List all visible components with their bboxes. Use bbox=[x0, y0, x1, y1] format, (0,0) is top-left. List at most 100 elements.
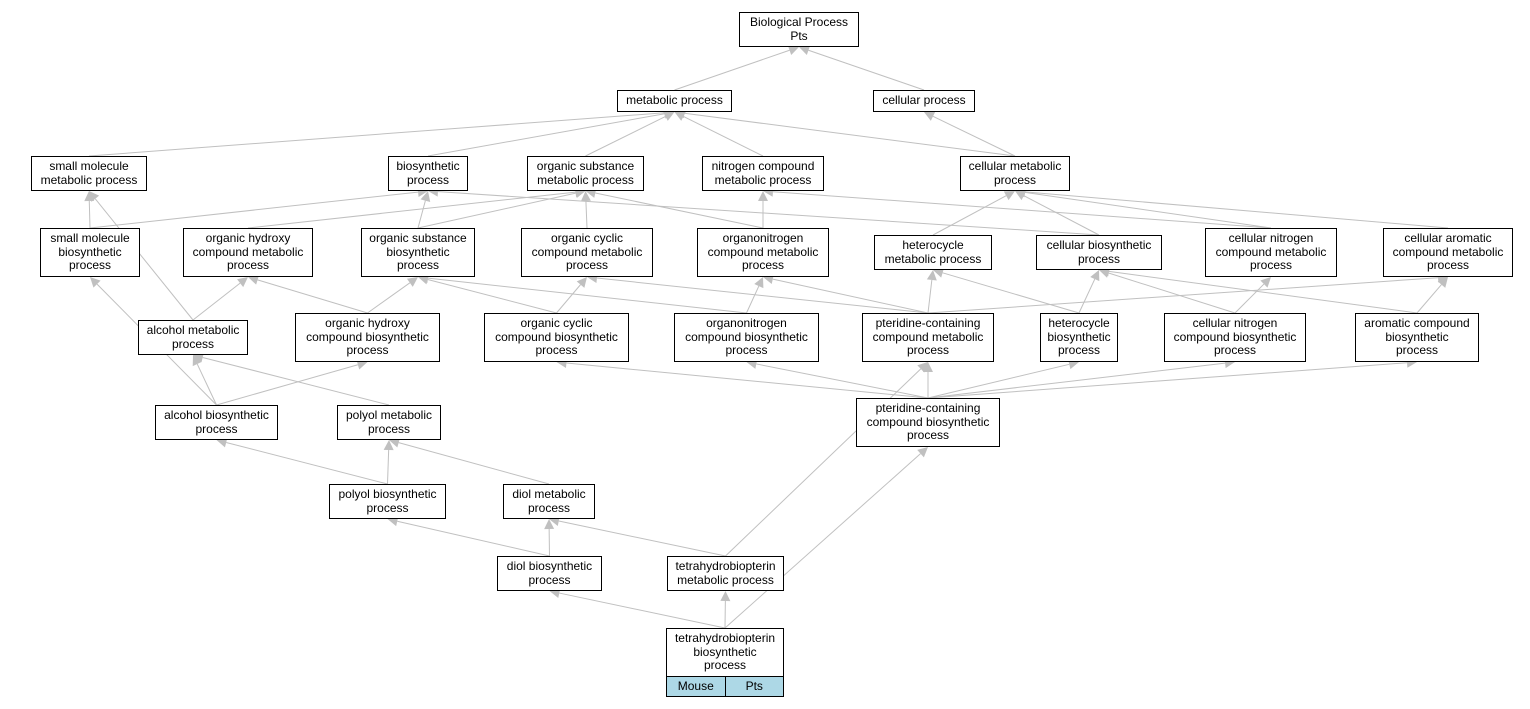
edge-hmp-to-cmp bbox=[932, 195, 1007, 236]
node-label-line: organonitrogen bbox=[706, 316, 787, 331]
node-label-line: organonitrogen bbox=[722, 231, 804, 246]
edge-pcm-to-onm bbox=[772, 278, 929, 314]
edge-pcb-to-acb bbox=[927, 362, 1408, 399]
edge-cnm-to-cmp bbox=[1024, 191, 1272, 229]
node-label-line: cellular aromatic bbox=[1404, 231, 1492, 246]
arrowhead-hbp-to-hmp bbox=[933, 268, 945, 278]
arrowhead-abp-to-amp bbox=[192, 355, 202, 367]
edge-cnm-to-ncm bbox=[772, 191, 1272, 229]
node-label-line: process bbox=[1057, 343, 1101, 358]
edge-ohm-to-osm bbox=[247, 191, 576, 229]
arrowhead-thm-to-pcm bbox=[917, 362, 928, 373]
node-label-line: pteridine-containing bbox=[875, 401, 981, 416]
edge-thm-to-pcm bbox=[725, 368, 922, 557]
go-term-node-mp[interactable]: metabolic process bbox=[617, 90, 732, 112]
node-label-line: process bbox=[1249, 258, 1293, 273]
edge-cam-to-cmp bbox=[1024, 191, 1449, 229]
node-label-line: aromatic compound bbox=[1364, 316, 1470, 331]
node-label-line: nitrogen compound bbox=[711, 159, 815, 173]
edge-osb-to-osm bbox=[417, 192, 576, 229]
node-label-line: organic cyclic bbox=[550, 231, 624, 246]
arrowhead-amp-to-ohm bbox=[237, 277, 248, 288]
node-label-line: Pts bbox=[790, 28, 808, 43]
node-label-line: polyol metabolic bbox=[345, 408, 433, 422]
node-label-line: process bbox=[1213, 343, 1257, 358]
node-label-line: cellular nitrogen bbox=[1228, 231, 1314, 246]
node-label-line: cellular process bbox=[882, 93, 966, 108]
node-label-line: compound metabolic bbox=[531, 244, 643, 259]
node-label-line: process bbox=[171, 336, 215, 351]
edge-ncm-to-mp bbox=[683, 116, 764, 157]
edge-pcb-to-ocb bbox=[566, 362, 929, 399]
arrowhead-abp-to-ohb bbox=[356, 359, 368, 370]
edge-pbp-to-pmp bbox=[387, 449, 390, 485]
node-label-line: process bbox=[1426, 258, 1470, 273]
arrowhead-cmp-to-cp bbox=[924, 111, 936, 121]
edge-bio-to-mp bbox=[427, 113, 665, 157]
edge-cmp-to-cp bbox=[932, 115, 1016, 157]
node-label-line: process bbox=[195, 421, 238, 436]
edge-dmp-to-pmp bbox=[398, 442, 550, 485]
edge-hbp-to-cbp bbox=[1078, 278, 1096, 314]
edge-pbp-to-abp bbox=[226, 442, 388, 485]
node-label-line: cellular nitrogen bbox=[1192, 316, 1278, 331]
edge-thm-to-dmp bbox=[558, 520, 726, 557]
node-label-line: organic cyclic bbox=[520, 316, 593, 331]
arrowhead-pbp-to-pmp bbox=[383, 440, 394, 451]
edge-ohb-to-ohm bbox=[257, 279, 368, 314]
node-label-line: metabolic process bbox=[714, 172, 812, 187]
edge-abp-to-amp bbox=[196, 363, 217, 406]
tag-pts: Pts bbox=[725, 676, 784, 697]
edge-pcm-to-cam bbox=[927, 277, 1439, 314]
arrowhead-osb-to-bio bbox=[420, 191, 431, 202]
node-label-line: alcohol biosynthetic bbox=[164, 408, 269, 422]
arrowhead-onm-to-ncm bbox=[758, 191, 768, 201]
edge-acb-to-cam bbox=[1416, 284, 1442, 314]
go-term-node-cp[interactable]: cellular process bbox=[873, 90, 975, 112]
arrowhead-osm-to-mp bbox=[663, 111, 675, 121]
node-label-line: compound metabolic bbox=[707, 244, 819, 259]
edge-pcb-to-onb bbox=[756, 363, 929, 399]
node-label-line: biosynthetic bbox=[1047, 329, 1111, 344]
edge-hbp-to-hmp bbox=[942, 272, 1080, 314]
arrowhead-thb-to-thm bbox=[720, 591, 731, 602]
arrowhead-ocb-to-ocm bbox=[576, 277, 587, 288]
node-label-line: compound biosynthetic bbox=[866, 414, 990, 429]
node-label-line: process bbox=[396, 258, 440, 273]
edge-pcm-to-ocm bbox=[596, 277, 929, 314]
arrowhead-hbp-to-cbp bbox=[1090, 270, 1100, 282]
node-label-line: process bbox=[1395, 343, 1439, 358]
node-label-line: process bbox=[703, 658, 747, 673]
